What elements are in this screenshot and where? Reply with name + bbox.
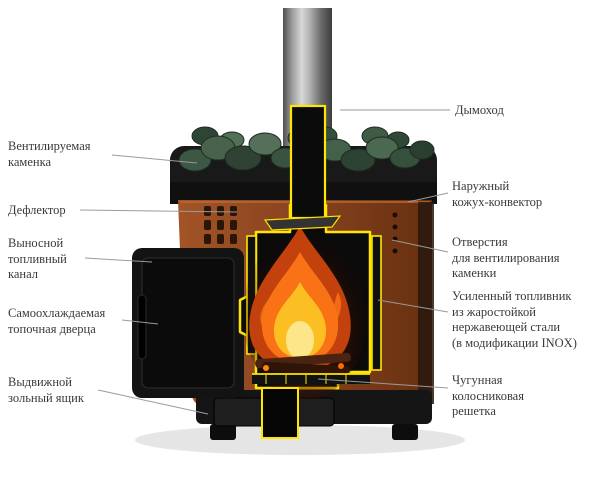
burning-logs [255,352,351,375]
stone-ventilation-holes [392,212,398,254]
leader-line [377,299,449,313]
label-self-cooling-door: Самоохлаждаемая топочная дверца [8,306,106,336]
label-ash-box: Выдвижной зольный ящик [8,375,84,405]
deflector-plate [263,215,342,231]
firebox-flames [249,226,351,371]
label-deflector: Дефлектор [8,203,66,217]
door-handle [137,294,147,360]
label-firebox: Усиленный топливник из жаростойкой нержа… [452,289,577,350]
leader-lines [79,109,450,415]
stove-foot-left [210,424,236,440]
label-vent-holes: Отверстия для вентилирования каменки [452,235,560,280]
leader-line [391,239,449,253]
chimney-channel-cut [289,104,327,220]
leader-line [317,378,449,389]
convector-right-edge [418,202,434,404]
convector-vent-slots [204,206,237,244]
label-fuel-channel: Выносной топливный канал [8,236,67,281]
label-chimney: Дымоход [455,103,504,117]
cast-iron-grate-shape [252,373,370,384]
leader-line [84,257,153,263]
label-ventilated-stones: Вентилируемая каменка [8,139,91,169]
firebox-right-wall-cut [371,235,382,371]
leader-line [407,192,449,203]
leader-line [121,319,159,325]
furnace-door [141,257,235,389]
leader-line [79,209,238,213]
ash-box-cut [261,387,299,439]
label-cast-iron-grate: Чугунная колосниковая решетка [452,373,524,418]
stove-foot-right [392,424,418,440]
leader-line [97,389,209,415]
label-outer-convector: Наружный кожух-конвектор [452,179,543,209]
leader-line [111,154,198,164]
